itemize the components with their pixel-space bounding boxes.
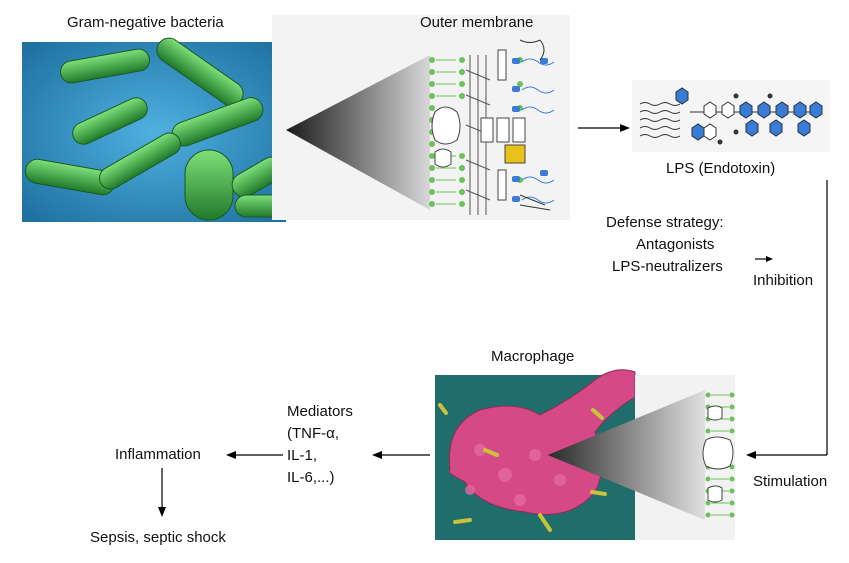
defense-antagonists: Antagonists [636,236,715,253]
membrane-diagram [272,15,570,220]
mediators-line-1: Mediators [287,403,353,420]
lps-label: LPS (Endotoxin) [666,160,776,177]
mediators-line-2: (TNF-α, [287,425,339,442]
inflammation-label: Inflammation [115,446,201,463]
defense-strategy: Defense strategy: Antagonists LPS-neutra… [606,212,724,278]
mediators-line-3: IL-1, [287,447,318,464]
arrowheads [158,124,773,517]
defense-title: Defense strategy: [606,214,724,231]
defense-neutralizers: LPS-neutralizers [612,258,723,275]
arrows [161,127,828,510]
mediators-list: Mediators (TNF-α, IL-1, IL-6,...) [287,401,353,489]
inhibition-label: Inhibition [753,272,814,289]
lps-structure [632,80,830,152]
macrophage-micrograph [435,369,636,540]
outer-membrane-label: Outer membrane [420,14,534,31]
sepsis-label: Sepsis, septic shock [90,529,226,546]
macrophage-membrane-diagram [548,375,735,540]
bacteria-micrograph [22,37,291,222]
mediators-line-4: IL-6,...) [287,469,335,486]
bacteria-label: Gram-negative bacteria [67,14,224,31]
stimulation-label: Stimulation [753,473,828,490]
macrophage-label: Macrophage [491,348,575,365]
